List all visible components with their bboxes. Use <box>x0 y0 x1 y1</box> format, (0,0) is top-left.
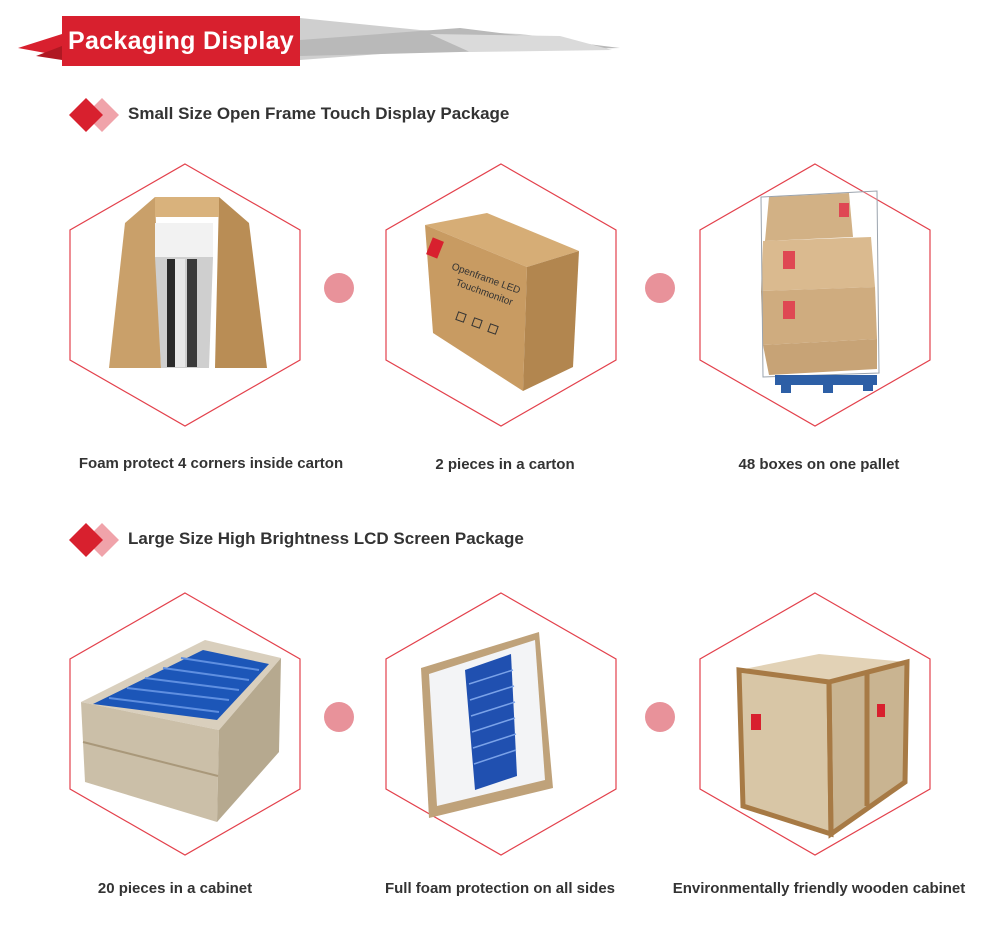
product-photo-foam-corners <box>69 163 301 427</box>
caption-foam-sides: Full foam protection on all sides <box>384 880 616 897</box>
separator-dot <box>324 273 354 303</box>
separator-dot <box>645 702 675 732</box>
product-photo-pallet <box>699 163 931 427</box>
section-title: Small Size Open Frame Touch Display Pack… <box>128 104 510 123</box>
diamond-bullet-icon <box>69 523 119 557</box>
section-title: Large Size High Brightness LCD Screen Pa… <box>128 529 524 548</box>
caption-carton: 2 pieces in a carton <box>435 456 575 473</box>
page-title: Packaging Display <box>62 16 300 66</box>
section-header-large-size: Large Size High Brightness LCD Screen Pa… <box>68 523 568 557</box>
product-photo-wooden-cabinet <box>699 592 931 856</box>
product-photo-cabinet-panels <box>69 592 301 856</box>
caption-cabinet-panels: 20 pieces in a cabinet <box>97 880 253 897</box>
caption-wooden-cabinet: Environmentally friendly wooden cabinet <box>672 880 966 897</box>
separator-dot <box>645 273 675 303</box>
product-photo-foam-panels <box>385 592 617 856</box>
separator-dot <box>324 702 354 732</box>
diamond-bullet-icon <box>69 98 119 132</box>
section-header-small-size: Small Size Open Frame Touch Display Pack… <box>68 98 548 132</box>
banner-background <box>18 18 620 60</box>
product-photo-carton: Openframe LED Touchmonitor <box>385 163 617 427</box>
caption-foam-corners: Foam protect 4 corners inside carton <box>78 455 344 472</box>
caption-pallet: 48 boxes on one pallet <box>738 456 900 473</box>
